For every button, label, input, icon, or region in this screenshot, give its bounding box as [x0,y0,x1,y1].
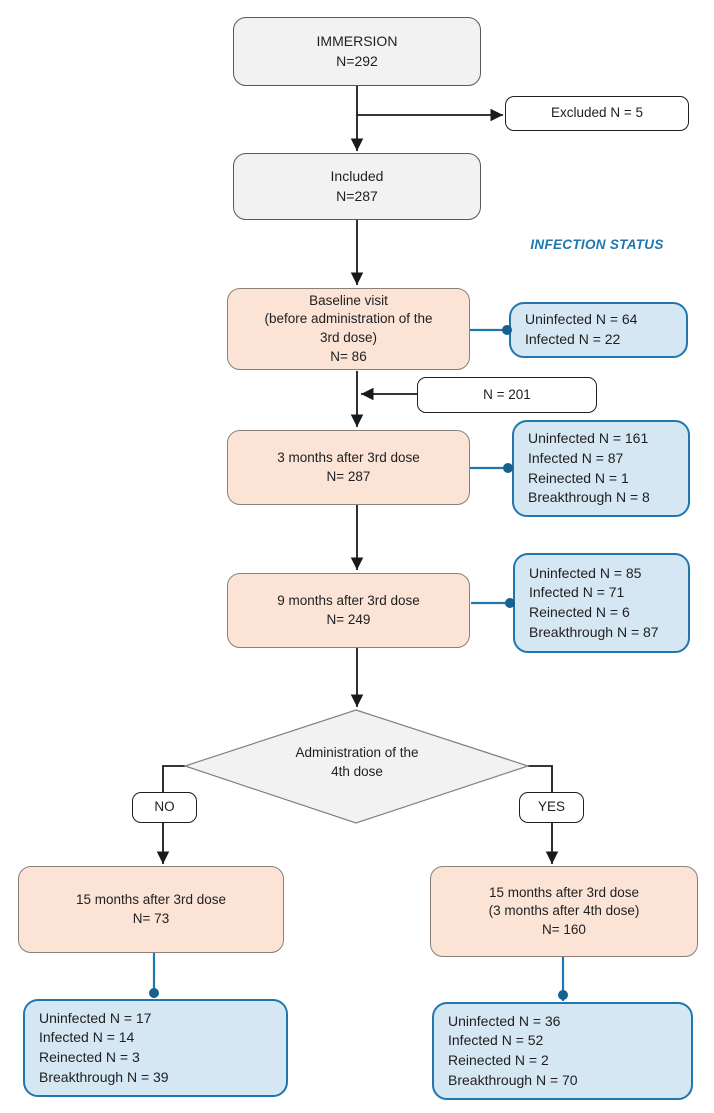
connector-dot-15-months-yes [558,990,568,1000]
node-3-months: 3 months after 3rd dose N= 287 [227,430,470,505]
connector-dot-9-months [505,598,515,608]
node-15-months-no: 15 months after 3rd dose N= 73 [18,866,284,953]
status-box-15-months-no: Uninfected N = 17 Infected N = 14 Reinec… [23,999,288,1097]
node-included: Included N=287 [233,153,481,220]
node-excluded: Excluded N = 5 [505,96,689,131]
status-box-15-months-yes: Uninfected N = 36 Infected N = 52 Reinec… [432,1002,693,1100]
node-yes: YES [519,792,584,823]
connector-dot-baseline [502,325,512,335]
infection-status-label: INFECTION STATUS [530,237,664,252]
node-baseline-visit: Baseline visit (before administration of… [227,288,470,370]
node-immersion: IMMERSION N=292 [233,17,481,86]
node-9-months: 9 months after 3rd dose N= 249 [227,573,470,648]
status-box-9-months: Uninfected N = 85 Infected N = 71 Reinec… [513,553,690,653]
status-box-3-months: Uninfected N = 161 Infected N = 87 Reine… [512,420,690,517]
decision-label: Administration of the 4th dose [295,745,419,779]
node-15-months-yes: 15 months after 3rd dose (3 months after… [430,866,698,957]
connector-dot-3-months [503,463,513,473]
status-box-baseline: Uninfected N = 64 Infected N = 22 [509,302,688,358]
node-n201: N = 201 [417,377,597,413]
connector-dot-15-months-no [149,988,159,998]
node-no: NO [132,792,197,823]
